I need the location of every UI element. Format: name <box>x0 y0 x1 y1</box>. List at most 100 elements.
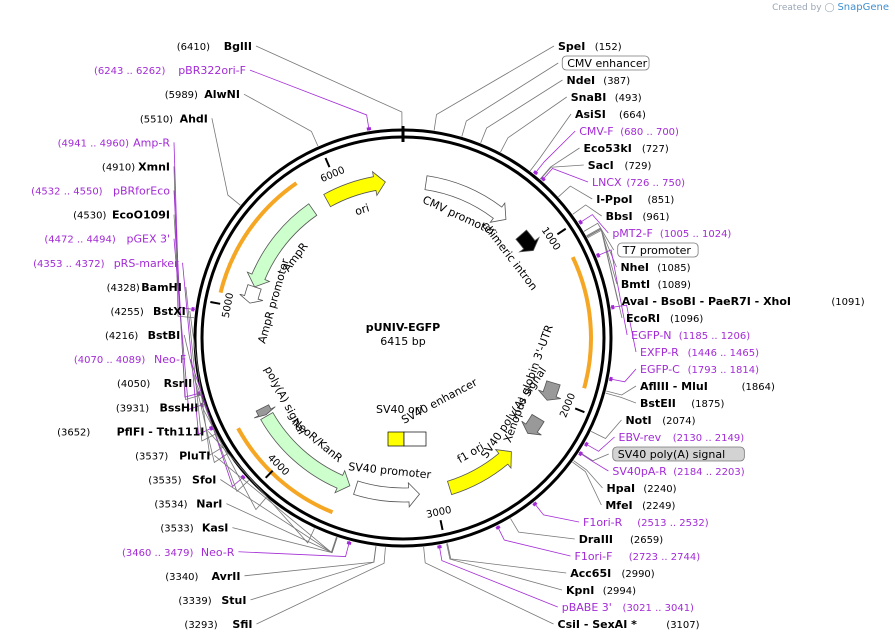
site-leader <box>540 164 584 180</box>
site-leader <box>232 527 338 554</box>
site-leader <box>173 214 202 400</box>
site-position: (1864) <box>742 382 775 393</box>
site-sv40-poly-a-signal: SV40 poly(A) signal <box>612 446 745 462</box>
site-leader <box>480 79 563 144</box>
site-position: (851) <box>647 195 674 206</box>
tick-mark <box>574 407 585 414</box>
primer-leader <box>608 368 637 383</box>
site-leader <box>586 227 617 268</box>
site-position: (727) <box>642 144 669 155</box>
primer-name: Amp-R <box>133 136 170 149</box>
site-name: AlwNI <box>204 88 240 101</box>
site-name: BbsI <box>606 210 633 223</box>
site-name: Eco53kI <box>584 142 632 155</box>
primer-name: EGFP-N <box>631 329 671 342</box>
tick-label: 2000 <box>558 392 578 420</box>
tick-mark <box>439 519 444 531</box>
site-name: AflIII - MluI <box>640 380 708 393</box>
primer-leader <box>238 540 350 557</box>
site-ecoo109i: EcoO109I(4530) <box>73 209 170 222</box>
site-position: (4328) <box>107 283 140 294</box>
site-ahdi: AhdI (5510) <box>140 112 208 125</box>
primer-leader <box>189 358 245 488</box>
feature-f1-ori <box>446 449 512 496</box>
primer-range: (4353 .. 4372) <box>33 259 105 270</box>
primer-pbr322ori-f: pBR322ori-F(6243 .. 6262) <box>94 64 246 77</box>
site-position: (1085) <box>657 263 690 274</box>
feature-tag-box <box>561 55 650 71</box>
site-name: NdeI <box>567 74 596 87</box>
site-name: I-PpoI <box>596 193 632 206</box>
site-leader <box>510 518 575 540</box>
site-name: SnaBI <box>571 91 607 104</box>
site-stui: StuI(3339) <box>178 594 246 607</box>
orf-arc <box>236 427 334 515</box>
site-position: (1091) <box>831 297 864 308</box>
site-kasi: KasI(3533) <box>160 522 228 535</box>
feature-sv40-poly-a-signal <box>521 413 545 436</box>
primer-leader <box>578 214 609 234</box>
site-leader <box>244 546 377 577</box>
site-bstbi: BstBI(4216) <box>105 329 180 342</box>
primer-leader <box>249 69 370 131</box>
primer-leader <box>578 452 609 472</box>
primer-range: (2184 .. 2203) <box>673 467 745 478</box>
site-position: (5510) <box>140 114 173 125</box>
site-position: (2074) <box>662 416 695 427</box>
site-snabi: SnaBI(493) <box>571 91 642 104</box>
site-avrii: AvrII(3340) <box>165 570 240 583</box>
primer-leader <box>533 502 580 523</box>
site-leader <box>572 461 602 506</box>
primer-leader <box>596 249 628 336</box>
brand-name: SnapGene <box>837 2 889 13</box>
site-leader <box>183 334 228 464</box>
site-name: SacI <box>588 159 614 172</box>
feature-tag-label: SV40 poly(A) signal <box>618 448 725 461</box>
feature-tag-box <box>617 242 699 258</box>
site-name: PflFI - Tth111I <box>117 425 205 438</box>
site-leader <box>255 45 403 129</box>
site-nari: NarI(3534) <box>154 498 222 511</box>
primer-name: Neo-R <box>201 546 235 559</box>
site-name: PluTI <box>179 449 210 462</box>
site-leader <box>606 385 637 396</box>
site-t7-promoter: T7 promoter <box>617 242 699 258</box>
site-marks <box>173 45 637 625</box>
site-name: AhdI <box>180 112 208 125</box>
primer-pbrforeco: pBRforEco(4532 .. 4550) <box>31 185 170 198</box>
primer-leader <box>173 142 195 310</box>
site-position: (6410) <box>177 42 210 53</box>
labels: SpeI(152)CMV enhancerNdeI(387)SnaBI(493)… <box>31 40 865 631</box>
site-leader <box>446 543 563 591</box>
site-leader <box>579 451 609 462</box>
feature-tag-label: T7 promoter <box>622 244 692 257</box>
site-rsrii: RsrII(4050) <box>117 377 192 390</box>
primer-range: (4070 .. 4089) <box>74 355 146 366</box>
primer-range: (3460 .. 3479) <box>122 548 194 559</box>
site-name: AvrII <box>212 570 241 583</box>
sv40-enhancer-label: SV40 enhancer <box>399 376 479 427</box>
site-name: BamHI <box>141 281 182 294</box>
primer-neo-f: Neo-F(4070 .. 4089) <box>74 353 186 366</box>
site-leader <box>185 286 217 442</box>
site-position: (1089) <box>658 280 691 291</box>
primer-leader <box>438 544 558 608</box>
primer-leader <box>610 304 637 353</box>
site-position: (2659) <box>630 535 663 546</box>
site-name: BssHII <box>159 401 198 414</box>
tick-mark <box>264 470 274 479</box>
primer-name: EGFP-C <box>640 363 680 376</box>
primer-range: (2513 .. 2532) <box>637 518 709 529</box>
site-csii-sexai: CsiI - SexAI *(3107) <box>558 618 700 631</box>
orf-arc <box>570 256 593 389</box>
site-position: (3293) <box>184 620 217 631</box>
feature-chimeric-intron <box>515 229 540 253</box>
site-name: AvaI - BsoBI - PaeR7I - XhoI <box>622 295 791 308</box>
primer-name: pGEX 3' <box>126 233 170 246</box>
site-position: (152) <box>595 42 622 53</box>
site-leader <box>529 113 572 172</box>
site-name: CsiI - SexAI * <box>558 618 638 631</box>
site-name: KpnI <box>566 584 594 597</box>
primer-pbabe-3: pBABE 3'(3021 .. 3041) <box>562 601 694 614</box>
primer-egfp-c: EGFP-C(1793 .. 1814) <box>640 363 759 376</box>
